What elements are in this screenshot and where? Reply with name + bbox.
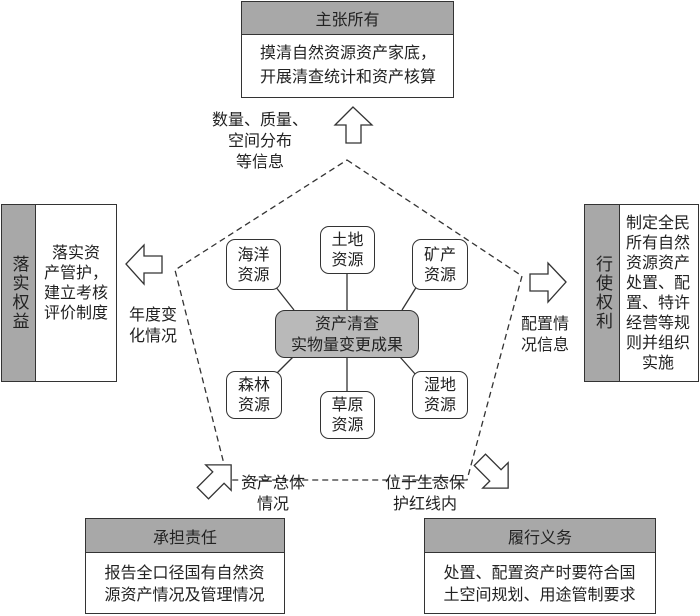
bottom-right-box-line2: 土空间规划、用途管制要求 xyxy=(443,585,636,604)
left-arrow-label-1: 年度变 xyxy=(128,305,177,324)
bottom-left-box-title: 承担责任 xyxy=(152,528,217,547)
right-box: 制定全民 所有自然 资源资产 处置、配 置、特许 经营等规 则并组织 实施 xyxy=(619,204,699,382)
left-box-line2: 产管护， xyxy=(43,263,108,282)
right-box-header: 行使权利 xyxy=(584,204,621,382)
left-arrow-label-2: 化情况 xyxy=(128,326,177,345)
node-mineral-resources: 矿产资源 xyxy=(412,239,468,290)
bottom-left-box-line1: 报告全口径国有自然资 xyxy=(104,563,265,582)
top-arrow-label-1: 数量、质量、 xyxy=(211,110,308,129)
right-arrow-label-2: 况信息 xyxy=(520,335,569,354)
left-box-line1: 落实资 xyxy=(51,243,100,262)
arrow-down-left-icon xyxy=(196,464,232,500)
top-arrow-label-3: 等信息 xyxy=(235,152,284,171)
right-box-line7: 则并组织 xyxy=(625,333,690,352)
left-box-header: 落实权益 xyxy=(1,204,37,382)
left-box-line4: 评价制度 xyxy=(43,303,108,322)
bottom-right-box-line1: 处置、配置资产时要符合国 xyxy=(443,563,636,582)
bottom-left-box: 报告全口径国有自然资 源资产情况及管理情况 xyxy=(85,552,285,614)
bottom-left-arrow-label-1: 资产总体 xyxy=(240,473,305,492)
node-wetland-resources: 湿地资源 xyxy=(412,371,468,419)
node-land-resources: 土地资源 xyxy=(320,226,375,274)
left-box-title: 落实权益 xyxy=(8,255,29,331)
right-box-line3: 资源资产 xyxy=(625,253,690,272)
bottom-right-box-header: 履行义务 xyxy=(424,518,656,554)
bottom-right-box: 处置、配置资产时要符合国 土空间规划、用途管制要求 xyxy=(424,552,656,614)
center-line2: 实物量变更成果 xyxy=(290,335,403,354)
bottom-left-box-line2: 源资产情况及管理情况 xyxy=(104,585,265,604)
right-box-line8: 实施 xyxy=(641,353,674,372)
right-box-line1: 制定全民 xyxy=(625,213,690,232)
node-ocean-resources: 海洋资源 xyxy=(226,239,281,290)
top-arrow-label-2: 空间分布 xyxy=(227,131,292,150)
arrow-right-icon xyxy=(529,261,567,304)
right-box-line2: 所有自然 xyxy=(625,233,690,252)
top-box-line1: 摸清自然资源资产家底， xyxy=(259,43,436,62)
top-box: 摸清自然资源资产家底， 开展清查统计和资产核算 xyxy=(241,34,454,98)
center-node: 资产清查 实物量变更成果 xyxy=(275,310,419,358)
left-box-line3: 建立考核 xyxy=(43,283,108,302)
top-box-title: 主张所有 xyxy=(315,10,380,29)
right-box-line4: 处置、配 xyxy=(625,273,690,292)
left-box: 落实资 产管护， 建立考核 评价制度 xyxy=(35,204,117,382)
bottom-left-box-header: 承担责任 xyxy=(85,518,285,554)
bottom-right-box-title: 履行义务 xyxy=(507,528,572,547)
bottom-right-arrow-label-2: 护红线内 xyxy=(392,494,457,513)
right-box-title: 行使权利 xyxy=(592,255,612,331)
bottom-right-arrow-label-1: 位于生态保 xyxy=(384,473,465,492)
top-box-line2: 开展清查统计和资产核算 xyxy=(259,67,436,86)
right-box-line6: 经营等规 xyxy=(625,313,690,332)
top-box-header: 主张所有 xyxy=(241,1,454,35)
arrow-left-icon xyxy=(125,243,163,286)
right-arrow-label-1: 配置情 xyxy=(520,314,569,333)
arrow-up-icon xyxy=(333,106,374,144)
arrow-down-right-icon xyxy=(473,453,509,489)
bottom-left-arrow-label-2: 情况 xyxy=(256,494,289,513)
dashed-pentagon xyxy=(174,159,523,481)
node-forest-resources: 森林资源 xyxy=(226,371,282,419)
node-grassland-resources: 草原资源 xyxy=(320,391,375,439)
center-line1: 资产清查 xyxy=(314,314,379,333)
right-box-line5: 置、特许 xyxy=(625,293,690,312)
